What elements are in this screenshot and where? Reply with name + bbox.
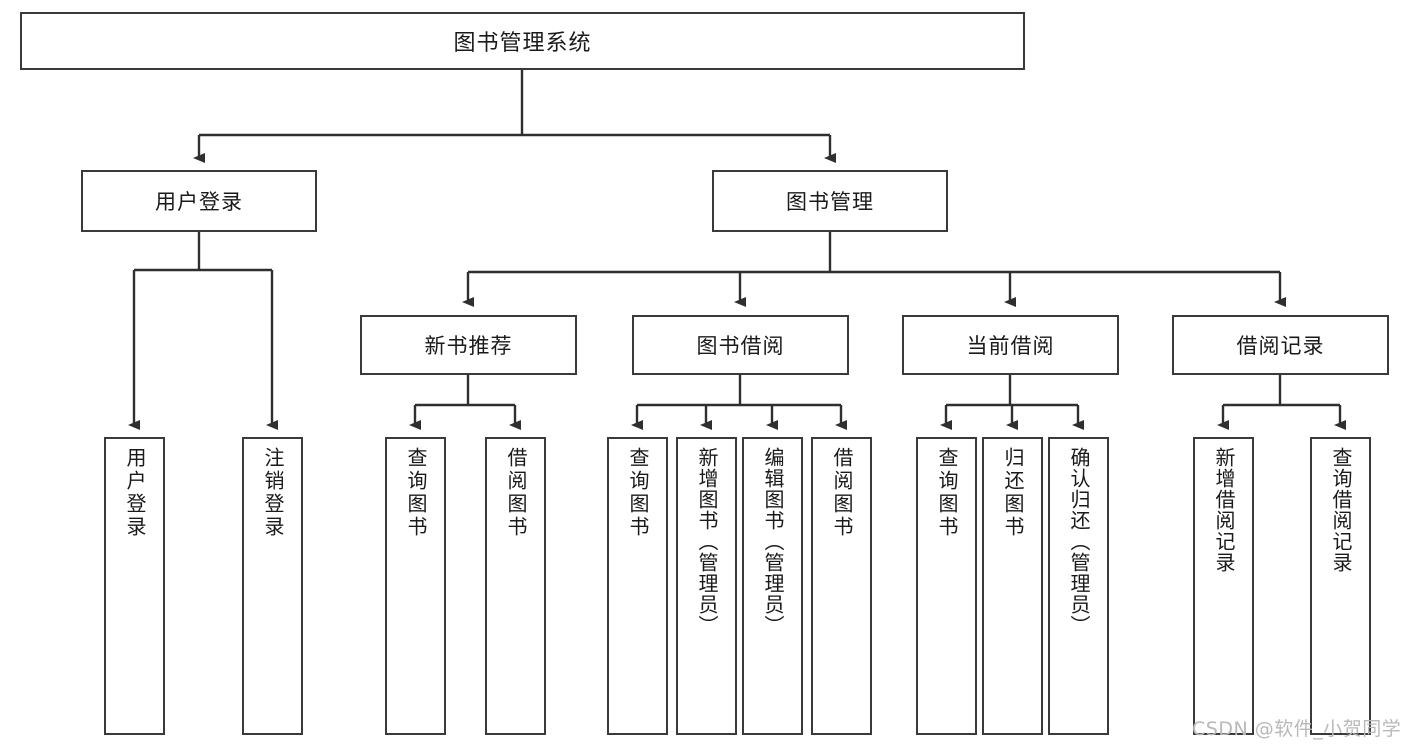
node-label: 新书推荐 — [424, 334, 513, 358]
node-label: 用户登录 — [155, 190, 243, 214]
node-root-book-management-system[interactable]: 图书管理系统 — [20, 12, 1025, 70]
node-leaf-user-login[interactable]: 用户登录 — [104, 437, 165, 735]
node-current-borrow[interactable]: 当前借阅 — [902, 315, 1119, 375]
node-label: 查询图书 — [626, 447, 650, 539]
node-label: 图书借阅 — [696, 334, 785, 358]
node-label: 借阅记录 — [1236, 334, 1325, 358]
node-label: 图书管理系统 — [453, 31, 592, 56]
node-leaf-query-book-borrow[interactable]: 查询图书 — [607, 437, 668, 735]
node-leaf-borrow-book-recommend[interactable]: 借阅图书 — [485, 437, 546, 735]
node-label: 归还图书 — [1001, 447, 1025, 539]
node-label: 借阅图书 — [830, 447, 854, 539]
node-leaf-query-book-current[interactable]: 查询图书 — [916, 437, 977, 735]
node-label: 图书管理 — [786, 190, 874, 214]
node-label: 新增图书（管理员） — [695, 447, 719, 636]
node-label: 查询图书 — [404, 447, 428, 539]
node-label: 编辑图书（管理员） — [761, 447, 785, 636]
node-label: 查询借阅记录 — [1329, 447, 1353, 573]
node-user-login[interactable]: 用户登录 — [81, 170, 317, 232]
node-label: 新增借阅记录 — [1212, 447, 1236, 573]
csdn-watermark: CSDN @软件_小贺同学 — [1192, 718, 1402, 740]
node-label: 确认归还（管理员） — [1067, 447, 1091, 636]
node-leaf-borrow-book[interactable]: 借阅图书 — [811, 437, 872, 735]
node-label: 借阅图书 — [504, 447, 528, 539]
node-leaf-query-borrow-record[interactable]: 查询借阅记录 — [1310, 437, 1371, 735]
node-leaf-add-book-admin[interactable]: 新增图书（管理员） — [676, 437, 737, 735]
node-leaf-query-book-recommend[interactable]: 查询图书 — [385, 437, 446, 735]
node-label: 用户登录 — [123, 447, 147, 539]
node-new-book-recommend[interactable]: 新书推荐 — [360, 315, 577, 375]
node-leaf-add-borrow-record[interactable]: 新增借阅记录 — [1193, 437, 1254, 735]
node-label: 注销登录 — [261, 447, 285, 539]
node-label: 当前借阅 — [966, 334, 1055, 358]
node-leaf-edit-book-admin[interactable]: 编辑图书（管理员） — [742, 437, 803, 735]
node-book-borrow[interactable]: 图书借阅 — [632, 315, 849, 375]
node-book-management[interactable]: 图书管理 — [712, 170, 948, 232]
node-label: 查询图书 — [935, 447, 959, 539]
node-leaf-confirm-return-admin[interactable]: 确认归还（管理员） — [1048, 437, 1109, 735]
node-leaf-logout[interactable]: 注销登录 — [242, 437, 303, 735]
node-borrow-record[interactable]: 借阅记录 — [1172, 315, 1389, 375]
node-leaf-return-book[interactable]: 归还图书 — [982, 437, 1043, 735]
